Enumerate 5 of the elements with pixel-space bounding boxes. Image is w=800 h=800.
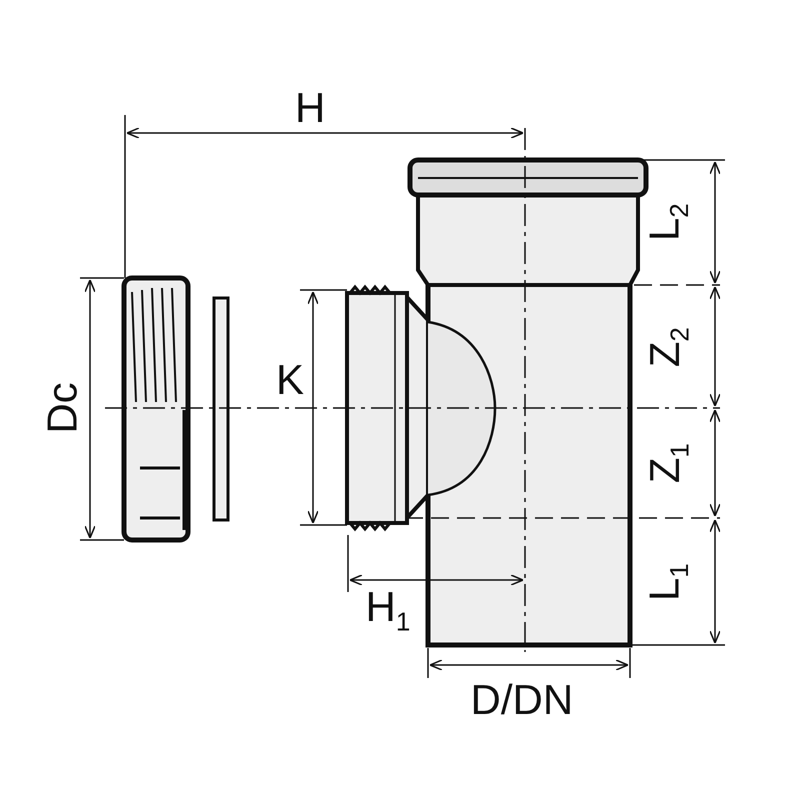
dimension-label: D/DN <box>470 679 574 721</box>
dimension-label: Dc <box>41 382 84 434</box>
dimension-label: H <box>295 87 326 129</box>
dimension-label: H$_{1}$ <box>366 586 410 634</box>
dimension-label: K <box>276 359 304 401</box>
